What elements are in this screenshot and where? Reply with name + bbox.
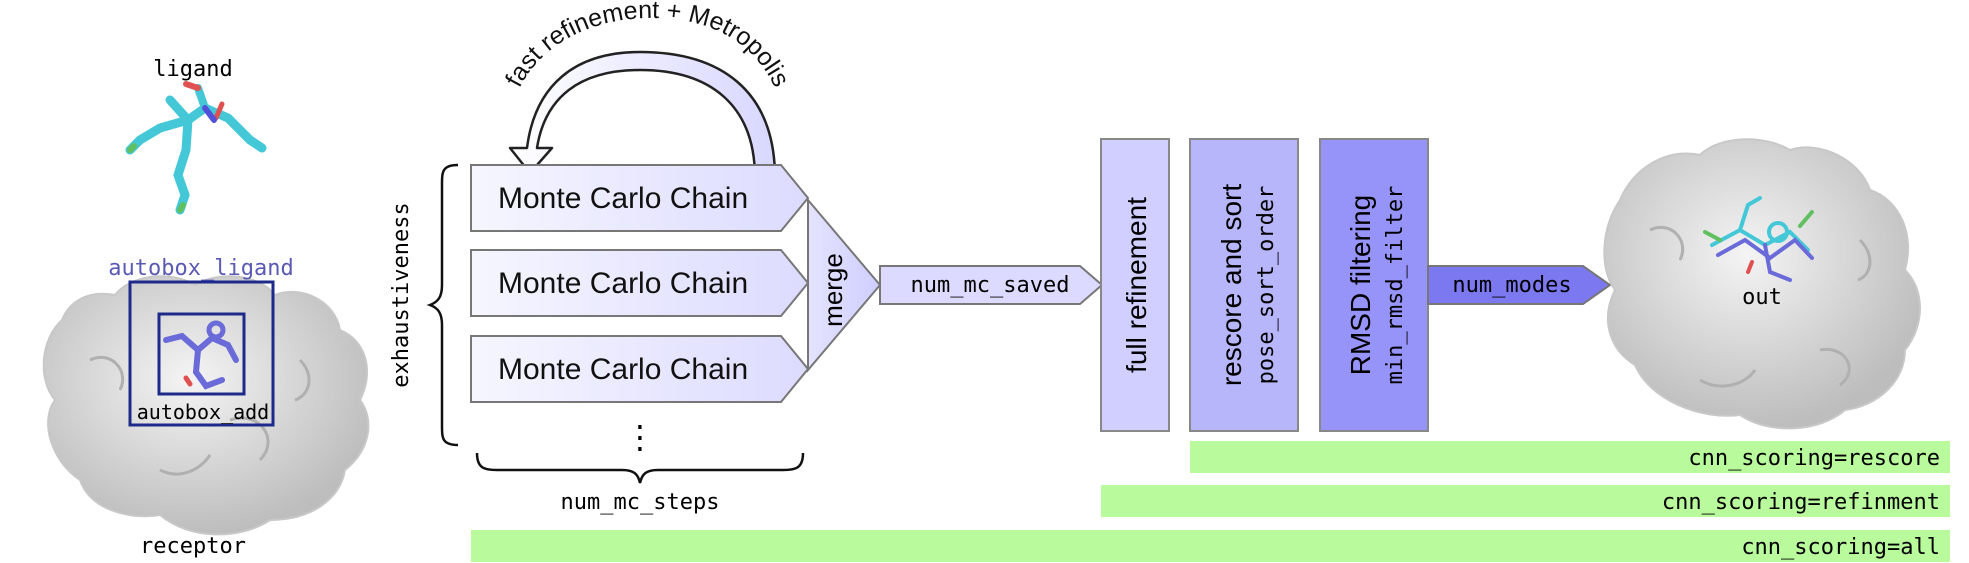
autobox-add-label: autobox_add [137, 400, 269, 424]
cnn-refinement-bar [1101, 485, 1950, 517]
chain-2: Monte Carlo Chain [470, 249, 810, 317]
autobox-inner-box [157, 312, 246, 396]
loop-label: fast refinement + Metropolis [500, 0, 795, 91]
cnn-all-label: cnn_scoring=all [1741, 535, 1940, 560]
num-mc-saved-arrow: num_mc_saved [879, 265, 1104, 305]
full-refinement-block: full refinement [1100, 138, 1170, 432]
exhaustiveness-brace [426, 163, 459, 447]
receptor-panel: autobox_ligand autobox_add receptor [42, 256, 370, 559]
num-modes-arrow: num_modes [1427, 265, 1612, 305]
metropolis-loop: fast refinement + Metropolis [500, 0, 795, 180]
cnn-rescore-bar [1190, 441, 1950, 473]
autobox-ligand-label: autobox_ligand [108, 256, 293, 281]
ligand-label: ligand [153, 57, 232, 82]
cnn-scoring-bars: cnn_scoring=rescore cnn_scoring=refinmen… [471, 441, 1950, 562]
chain-1: Monte Carlo Chain [470, 164, 810, 232]
output-panel: out [1603, 138, 1921, 430]
cnn-refinement-label: cnn_scoring=refinment [1662, 490, 1940, 515]
ligand-panel: ligand [125, 57, 267, 215]
num-mc-saved-label: num_mc_saved [911, 273, 1070, 298]
rmsd-block: RMSD filtering min_rmsd_filter [1319, 138, 1429, 432]
autobox-outer-box [128, 280, 275, 427]
merge-label: merge [818, 253, 848, 327]
num-mc-steps-brace [475, 452, 805, 484]
chain-ellipsis: ⋮ [624, 419, 656, 455]
docked-ligand-image [163, 320, 239, 390]
out-label: out [1742, 285, 1782, 310]
num-modes-label: num_modes [1452, 273, 1571, 298]
rescore-label: rescore and sort [1216, 184, 1247, 387]
cnn-all-bar [471, 530, 1950, 562]
full-refinement-label: full refinement [1121, 197, 1152, 373]
receptor-label: receptor [140, 534, 246, 559]
output-protein-surface [1603, 138, 1921, 430]
chain-1-label: Monte Carlo Chain [498, 182, 748, 215]
exhaustiveness-label: exhaustiveness [389, 202, 414, 387]
ligand-image [125, 81, 267, 215]
chain-3-label: Monte Carlo Chain [498, 353, 748, 386]
rmsd-label: RMSD filtering [1345, 195, 1376, 375]
pose-sort-order-label: pose_sort_order [1254, 186, 1279, 385]
chains-group: exhaustiveness Monte Carlo Chain Monte C… [389, 163, 810, 515]
docked-poses-image [1703, 196, 1814, 282]
cnn-rescore-label: cnn_scoring=rescore [1688, 446, 1940, 471]
loop-arrow [508, 50, 777, 180]
receptor-surface [42, 275, 370, 536]
num-mc-steps-label: num_mc_steps [561, 490, 720, 515]
chain-2-label: Monte Carlo Chain [498, 267, 748, 300]
min-rmsd-filter-label: min_rmsd_filter [1383, 186, 1408, 385]
merge-block: merge [807, 197, 882, 373]
chain-3: Monte Carlo Chain [470, 335, 810, 403]
rescore-block: rescore and sort pose_sort_order [1189, 138, 1299, 432]
